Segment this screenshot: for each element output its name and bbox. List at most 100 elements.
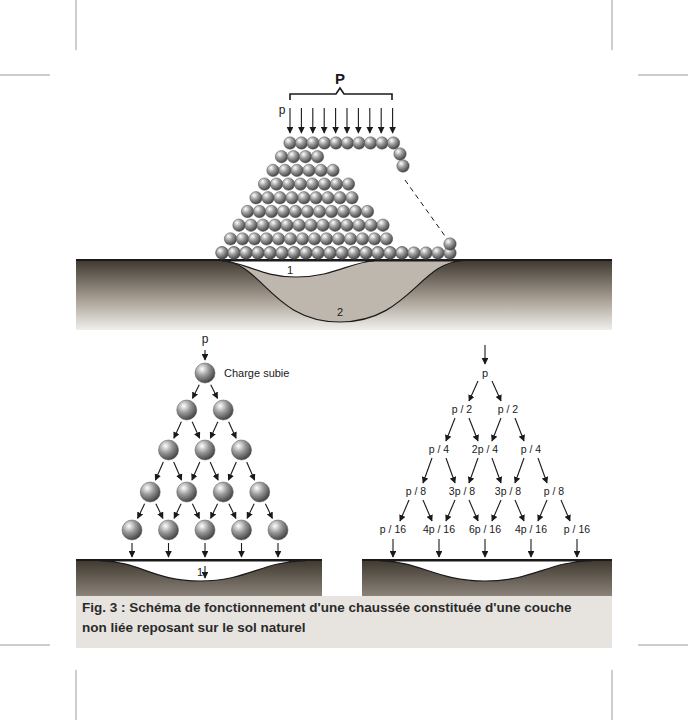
load-arrow bbox=[469, 381, 478, 401]
aggregate-ball bbox=[322, 192, 334, 204]
aggregate-ball bbox=[329, 219, 341, 231]
load-arrow bbox=[193, 385, 200, 399]
aggregate-ball bbox=[318, 178, 330, 190]
aggregate-ball bbox=[342, 178, 354, 190]
load-arrow bbox=[400, 500, 409, 521]
aggregate-ball bbox=[232, 520, 252, 540]
aggregate-ball bbox=[330, 137, 342, 149]
aggregate-ball bbox=[299, 151, 311, 163]
load-arrow bbox=[423, 458, 432, 483]
aggregate-ball bbox=[356, 233, 368, 245]
load-arrow bbox=[346, 108, 347, 133]
aggregate-ball bbox=[195, 363, 215, 383]
aggregate-ball bbox=[252, 246, 264, 258]
aggregate-ball bbox=[384, 246, 396, 258]
aggregate-ball bbox=[361, 205, 373, 217]
load-arrow bbox=[381, 108, 382, 133]
aggregate-ball bbox=[213, 482, 233, 502]
load-arrow bbox=[392, 108, 393, 133]
load-arrow bbox=[174, 504, 181, 519]
load-arrow bbox=[155, 462, 163, 480]
callout-number: 1 bbox=[197, 566, 203, 578]
load-arrow bbox=[192, 504, 199, 519]
load-arrow bbox=[446, 500, 455, 521]
aggregate-ball bbox=[279, 164, 291, 176]
load-arrow bbox=[484, 539, 485, 557]
aggregate-ball bbox=[240, 246, 252, 258]
aggregate-ball bbox=[420, 247, 432, 259]
load-arrow bbox=[469, 458, 478, 483]
aggregate-ball bbox=[364, 137, 376, 149]
aggregate-ball bbox=[310, 192, 322, 204]
aggregate-ball bbox=[293, 219, 305, 231]
load-arrow bbox=[289, 108, 290, 133]
load-label: p / 8 bbox=[406, 486, 426, 498]
aggregate-ball bbox=[233, 219, 245, 231]
aggregate-ball bbox=[253, 205, 265, 217]
aggregate-ball bbox=[348, 246, 360, 258]
load-arrow bbox=[576, 539, 577, 557]
aggregate-ball bbox=[301, 205, 313, 217]
load-arrow bbox=[469, 500, 478, 521]
load-arrow bbox=[515, 458, 524, 483]
aggregate-ball bbox=[288, 246, 300, 258]
aggregate-ball bbox=[308, 233, 320, 245]
aggregate-ball bbox=[287, 151, 299, 163]
aggregate-ball bbox=[397, 160, 409, 172]
aggregate-ball bbox=[394, 148, 406, 160]
aggregate-ball bbox=[177, 400, 197, 420]
aggregate-ball bbox=[267, 164, 279, 176]
dashed-line bbox=[405, 180, 450, 243]
aggregate-ball bbox=[305, 219, 317, 231]
load-label: p / 4 bbox=[521, 444, 541, 456]
load-arrow bbox=[392, 539, 393, 557]
aggregate-ball bbox=[284, 233, 296, 245]
load-arrow bbox=[335, 108, 336, 133]
deformation-zone bbox=[100, 561, 305, 581]
aggregate-ball bbox=[300, 246, 312, 258]
caption-band bbox=[76, 596, 612, 648]
aggregate-ball bbox=[286, 192, 298, 204]
aggregate-ball bbox=[298, 192, 310, 204]
load-arrow bbox=[210, 462, 218, 480]
load-arrow bbox=[204, 543, 205, 557]
load-arrow bbox=[469, 418, 478, 441]
load-label: p / 16 bbox=[564, 524, 590, 536]
aggregate-ball bbox=[311, 151, 323, 163]
load-arrow bbox=[301, 108, 302, 133]
aggregate-ball bbox=[396, 246, 408, 258]
aggregate-ball bbox=[349, 205, 361, 217]
aggregate-ball bbox=[300, 247, 312, 259]
deformation-zone bbox=[380, 561, 592, 581]
load-label: p / 4 bbox=[429, 444, 449, 456]
load-arrow bbox=[538, 458, 547, 483]
aggregate-ball bbox=[284, 137, 296, 149]
aggregate-ball bbox=[213, 400, 233, 420]
aggregate-ball bbox=[344, 233, 356, 245]
aggregate-ball bbox=[228, 246, 240, 258]
load-arrow bbox=[438, 539, 439, 557]
aggregate-ball bbox=[377, 219, 389, 231]
load-arrow bbox=[446, 458, 455, 483]
aggregate-ball bbox=[236, 233, 248, 245]
aggregate-ball bbox=[268, 520, 288, 540]
aggregate-ball bbox=[276, 246, 288, 258]
load-arrow bbox=[211, 504, 218, 519]
load-arrow bbox=[369, 108, 370, 133]
load-arrow bbox=[204, 350, 205, 360]
figure-caption: Fig. 3 : Schéma de fonctionnement d'une … bbox=[82, 598, 582, 639]
aggregate-ball bbox=[303, 164, 315, 176]
callout-number: 1 bbox=[287, 264, 293, 276]
load-arrow bbox=[515, 418, 524, 441]
aggregate-ball bbox=[274, 192, 286, 204]
aggregate-ball bbox=[384, 247, 396, 259]
aggregate-ball bbox=[276, 247, 288, 259]
aggregate-ball bbox=[336, 247, 348, 259]
aggregate-ball bbox=[272, 233, 284, 245]
aggregate-ball bbox=[341, 219, 353, 231]
aggregate-ball bbox=[262, 192, 274, 204]
aggregate-ball bbox=[288, 247, 300, 259]
aggregate-ball bbox=[264, 247, 276, 259]
